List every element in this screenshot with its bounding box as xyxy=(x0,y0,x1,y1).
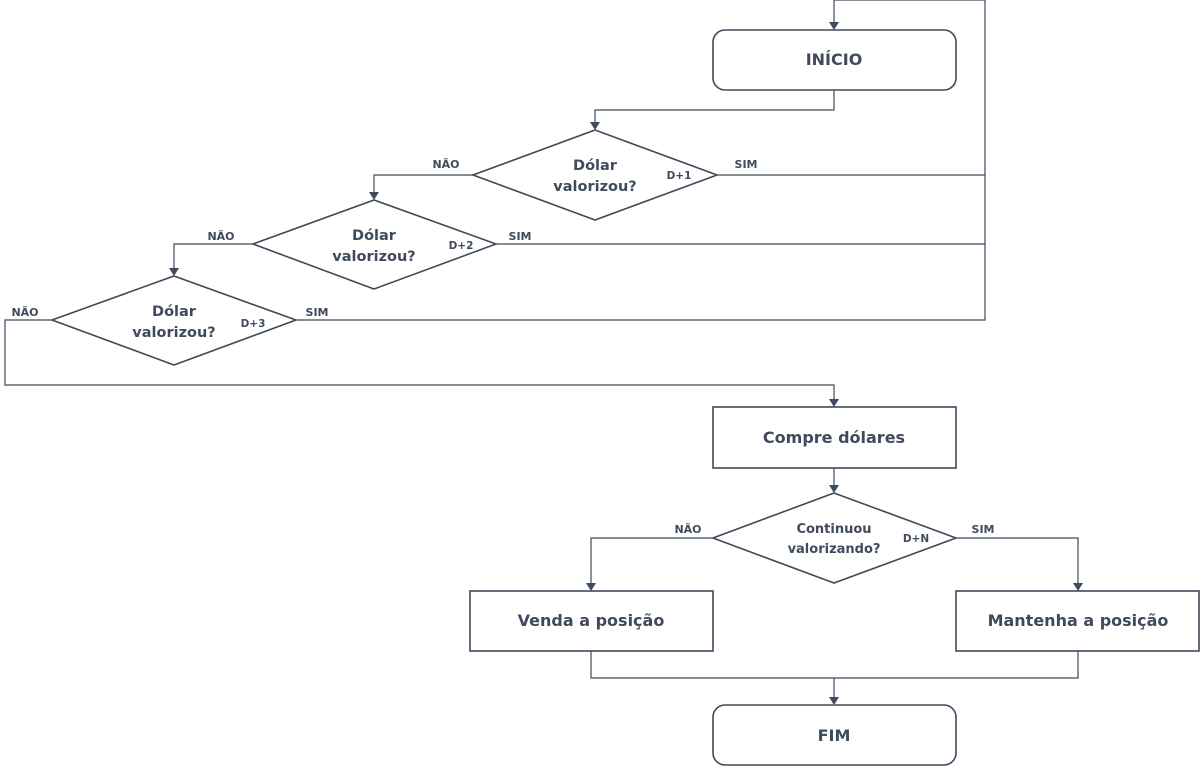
buy-label: Compre dólares xyxy=(763,428,905,447)
arrowhead xyxy=(829,697,839,705)
connector-loop-to-start xyxy=(833,0,986,175)
decision-d4-line1: Continuou xyxy=(796,522,871,537)
connector-d3-no xyxy=(4,319,835,402)
decision-d3-line2: valorizou? xyxy=(132,325,215,341)
connector-hold-to-end xyxy=(833,651,1079,700)
connector-sell-to-end xyxy=(590,651,834,679)
end-node: FIM xyxy=(712,704,957,766)
decision-d4-yes-label: SIM xyxy=(972,523,995,536)
decision-d4-tag: D+N xyxy=(903,533,929,545)
arrowhead xyxy=(829,22,839,30)
connector-d2-no xyxy=(173,243,253,270)
decision-d3-yes-label: SIM xyxy=(306,306,329,319)
decision-d2-line1: Dólar xyxy=(352,228,397,244)
decision-d2-yes-label: SIM xyxy=(509,230,532,243)
hold-node: Mantenha a posição xyxy=(955,590,1200,652)
decision-d1-line1: Dólar xyxy=(573,158,618,174)
arrowhead xyxy=(829,399,839,407)
connector-d1-no xyxy=(373,174,473,194)
start-label: INÍCIO xyxy=(806,50,863,69)
arrowhead xyxy=(829,485,839,493)
decision-d2-line2: valorizou? xyxy=(332,249,415,265)
arrowhead xyxy=(369,192,379,200)
decision-d1-yes-label: SIM xyxy=(735,158,758,171)
decision-d1: Dólar valorizou? D+1 NÃO SIM xyxy=(432,129,758,221)
start-node: INÍCIO xyxy=(712,29,957,91)
connector-start-to-d1 xyxy=(594,90,835,124)
arrowhead xyxy=(169,268,179,276)
hold-label: Mantenha a posição xyxy=(988,611,1169,630)
decision-d2-tag: D+2 xyxy=(449,240,474,252)
sell-label: Venda a posição xyxy=(518,611,665,630)
decision-d4-line2: valorizando? xyxy=(788,542,881,557)
decision-d4: Continuou valorizando? D+N NÃO SIM xyxy=(674,492,995,584)
arrowhead xyxy=(590,122,600,130)
sell-node: Venda a posição xyxy=(469,590,714,652)
connector-d4-yes xyxy=(956,537,1079,585)
decision-d1-no-label: NÃO xyxy=(432,158,459,171)
decision-d1-tag: D+1 xyxy=(667,170,692,182)
decision-d3-no-label: NÃO xyxy=(11,306,38,319)
end-label: FIM xyxy=(818,726,851,745)
decision-d2-no-label: NÃO xyxy=(207,230,234,243)
decision-d4-no-label: NÃO xyxy=(674,523,701,536)
arrowhead xyxy=(1073,583,1083,591)
decision-d3: Dólar valorizou? D+3 NÃO SIM xyxy=(11,275,329,366)
decision-d3-line1: Dólar xyxy=(152,304,197,320)
connector-d4-no xyxy=(590,537,713,585)
decision-d3-tag: D+3 xyxy=(241,318,266,330)
decision-d2: Dólar valorizou? D+2 NÃO SIM xyxy=(207,199,532,290)
arrowhead xyxy=(586,583,596,591)
decision-d1-line2: valorizou? xyxy=(553,179,636,195)
buy-node: Compre dólares xyxy=(712,406,957,469)
connectors xyxy=(4,0,1083,705)
connector-d3-yes xyxy=(296,175,986,321)
